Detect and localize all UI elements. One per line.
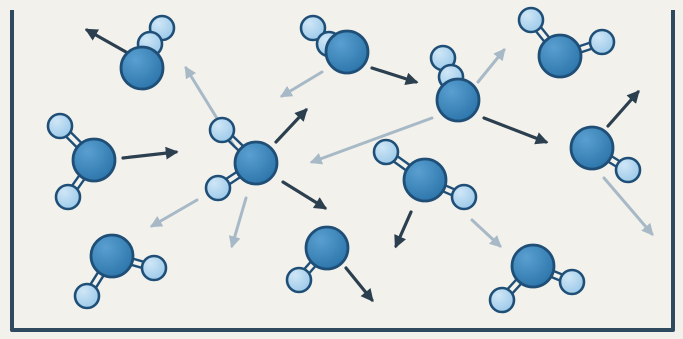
molecule xyxy=(73,233,168,310)
small-atom xyxy=(517,6,545,34)
light-arrow xyxy=(470,218,502,248)
light-arrow xyxy=(476,48,506,84)
molecule xyxy=(119,14,176,91)
molecule xyxy=(429,44,481,123)
small-atom xyxy=(450,183,478,211)
large-atom xyxy=(304,225,350,271)
molecules xyxy=(46,6,642,314)
molecule xyxy=(372,138,478,211)
molecule xyxy=(569,125,642,184)
large-atom xyxy=(71,137,117,183)
small-atom xyxy=(54,183,82,211)
small-atom xyxy=(204,174,232,202)
small-atom xyxy=(208,116,236,144)
large-atom xyxy=(119,45,165,91)
large-atom xyxy=(324,29,370,75)
small-atom xyxy=(46,112,74,140)
molecule xyxy=(488,243,586,314)
large-atom xyxy=(402,157,448,203)
small-atom xyxy=(372,138,400,166)
large-atom xyxy=(510,243,556,289)
small-atom xyxy=(285,266,313,294)
dark-arrow xyxy=(274,108,308,144)
light-arrow xyxy=(228,196,248,249)
molecule xyxy=(517,6,616,79)
large-atom xyxy=(89,233,135,279)
dark-arrow xyxy=(482,116,549,145)
dark-arrow xyxy=(281,180,328,210)
large-atom xyxy=(569,125,615,171)
large-atom xyxy=(537,33,583,79)
small-atom xyxy=(558,268,586,296)
small-atom xyxy=(488,286,516,314)
molecule xyxy=(46,112,117,211)
small-atom xyxy=(140,254,168,282)
dark-arrow xyxy=(121,146,179,160)
large-atom xyxy=(233,140,279,186)
dark-arrow xyxy=(606,90,640,128)
small-atom xyxy=(614,156,642,184)
light-arrow xyxy=(149,198,199,228)
molecule xyxy=(285,225,350,294)
dark-arrow xyxy=(394,210,413,249)
dark-arrow xyxy=(344,266,374,302)
molecule xyxy=(299,14,370,75)
dark-arrow xyxy=(370,66,419,85)
large-atom xyxy=(435,77,481,123)
molecule xyxy=(204,116,279,202)
container-outline xyxy=(10,10,675,332)
small-atom xyxy=(588,28,616,56)
dark-arrow xyxy=(84,28,128,54)
light-arrow xyxy=(279,70,324,98)
light-arrow xyxy=(602,176,654,236)
light-arrow xyxy=(309,116,434,165)
small-atom xyxy=(299,14,327,42)
small-atom xyxy=(73,282,101,310)
